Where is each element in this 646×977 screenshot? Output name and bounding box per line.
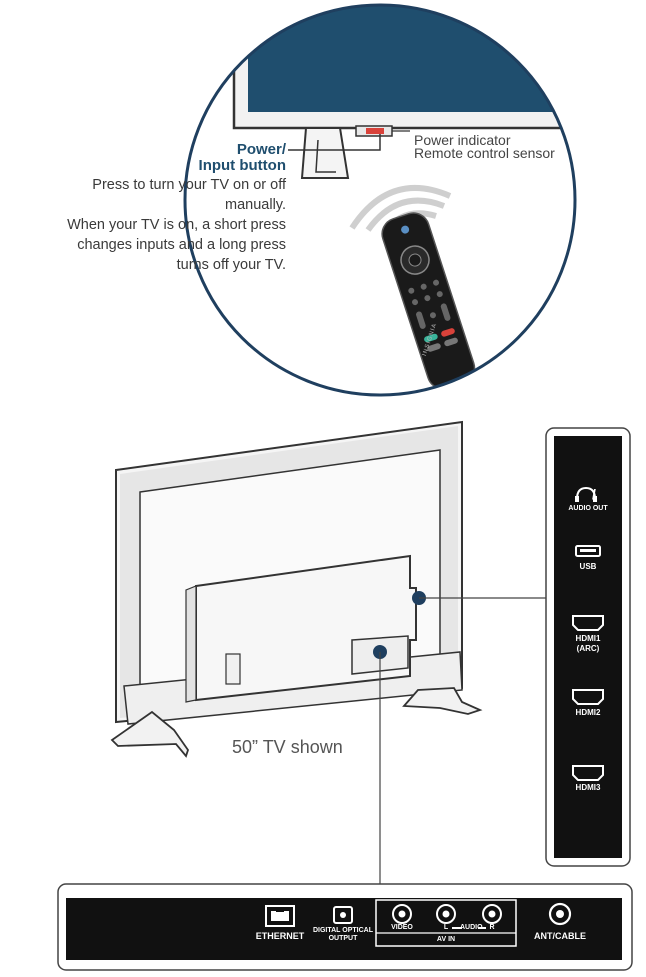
tv-caption: 50” TV shown [232, 737, 343, 757]
hdmi3-label: HDMI3 [575, 783, 601, 792]
remote-control [381, 212, 476, 390]
ant-cable-label: ANT/CABLE [534, 931, 586, 941]
callout-desc-line3: When your TV is on, a short press [67, 217, 286, 233]
hdmi1-label-line2: (ARC) [576, 644, 600, 653]
audio-l-jack-icon [436, 904, 456, 924]
ethernet-label: ETHERNET [255, 931, 305, 941]
tv-rear-illustration [110, 420, 483, 758]
video-jack-icon [392, 904, 412, 924]
headphone-icon [576, 486, 596, 500]
hdmi3-port-icon [572, 765, 604, 781]
audio-l-label: L [443, 924, 449, 931]
power-button-leader [288, 134, 381, 151]
audio-r-label: R [489, 924, 495, 931]
callout-desc-line2: manually. [225, 197, 286, 213]
zoom-circle-outline [183, 3, 577, 397]
audio-out-label: AUDIO OUT [568, 505, 608, 512]
indicator-label-line2: Remote control sensor [414, 145, 555, 161]
callout-desc-line4: changes inputs and a long press [77, 237, 286, 253]
hdmi1-port-icon [572, 615, 604, 631]
audio-out-symbol: / [592, 486, 596, 502]
usb-port-icon [575, 545, 601, 557]
coax-port-icon [548, 902, 572, 926]
power-button [366, 128, 384, 134]
bottom-panel [66, 898, 622, 960]
ethernet-port-icon [265, 905, 295, 927]
usb-label: USB [579, 562, 597, 571]
optical-port-icon [333, 906, 353, 924]
tv-screen [248, 5, 575, 112]
hdmi2-port-icon [572, 689, 604, 705]
callout-desc-line5: turns off your TV. [176, 257, 286, 273]
callout-title-line2: Input button [198, 157, 286, 174]
av-in-label: AV IN [436, 936, 456, 943]
side-panel [554, 436, 622, 858]
hdmi1-label-line1: HDMI1 [575, 634, 601, 643]
video-label: VIDEO [391, 924, 413, 931]
hdmi2-label: HDMI2 [575, 708, 601, 717]
optical-label-line2: OUTPUT [328, 935, 358, 942]
audio-label: AUDIO [460, 924, 483, 931]
callout-title-line1: Power/ [236, 141, 286, 158]
av-in-group [375, 899, 517, 947]
audio-r-jack-icon [482, 904, 502, 924]
zoom-circle-content [185, 5, 575, 395]
callout-desc-line1: Press to turn your TV on or off [92, 177, 286, 193]
indicator-label-line1: Power indicator [414, 132, 511, 148]
optical-label-line1: DIGITAL OPTICAL [312, 927, 374, 934]
